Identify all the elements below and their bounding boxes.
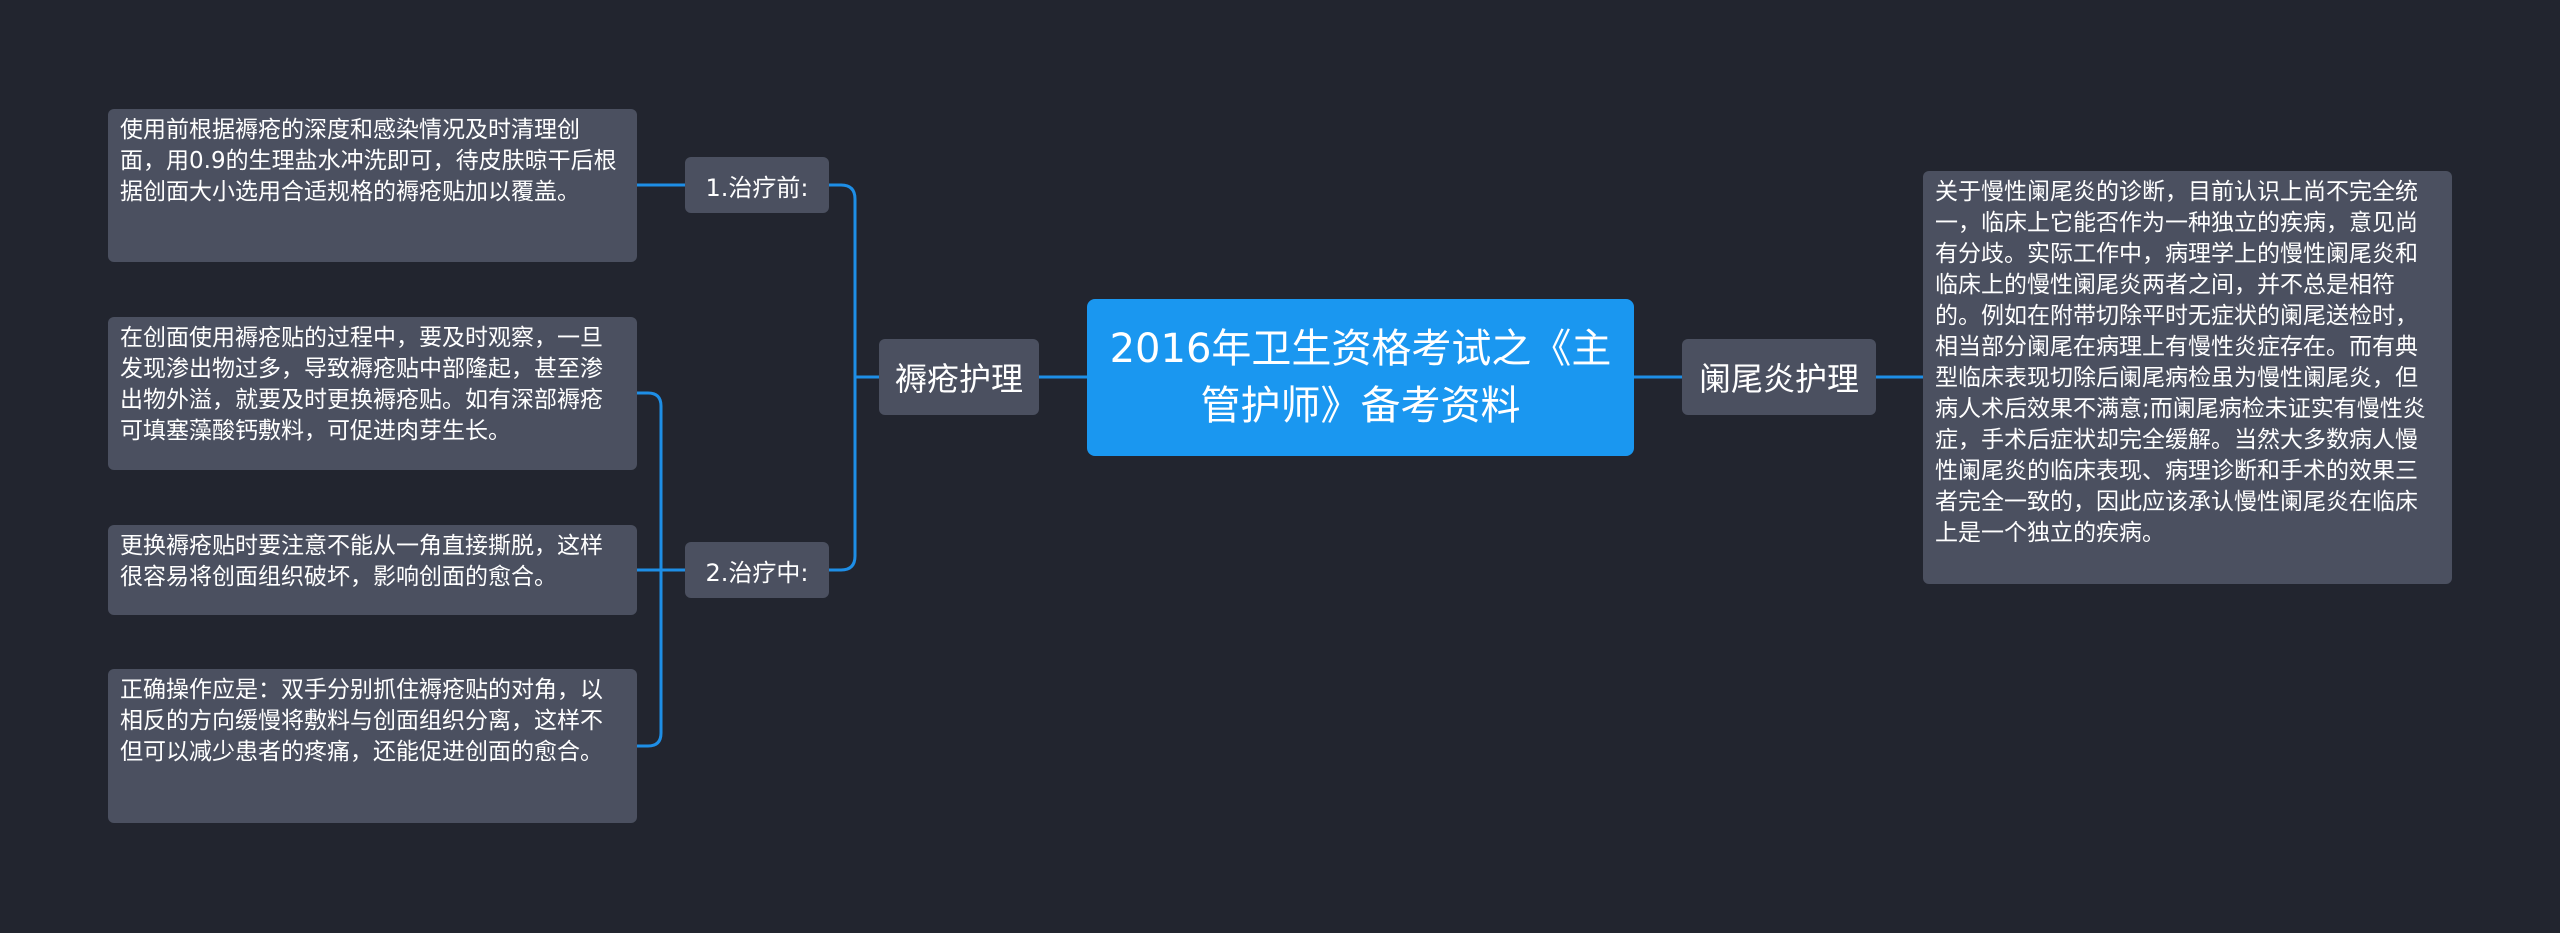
sub-label: 2.治疗中:	[705, 558, 809, 587]
leaf-text: 更换褥疮贴时要注意不能从一角直接撕脱，这样很容易将创面组织破坏，影响创面的愈合。	[120, 533, 603, 590]
sub-label: 1.治疗前:	[705, 173, 809, 202]
sub-during-treatment[interactable]: 2.治疗中:	[685, 542, 829, 598]
branch-bedsore-care[interactable]: 褥疮护理	[879, 339, 1039, 415]
leaf-text: 关于慢性阑尾炎的诊断，目前认识上尚不完全统一，临床上它能否作为一种独立的疾病，意…	[1935, 179, 2426, 546]
connector-left-sub2	[829, 377, 857, 572]
leaf-text: 在创面使用褥疮贴的过程中，要及时观察，一旦发现渗出物过多，导致褥疮贴中部隆起，甚…	[120, 325, 603, 444]
connector-sub2-leaf1	[637, 391, 685, 572]
connector-sub2-leaf3	[637, 570, 663, 748]
leaf-during-treatment-2[interactable]: 更换褥疮贴时要注意不能从一角直接撕脱，这样很容易将创面组织破坏，影响创面的愈合。	[108, 525, 637, 615]
leaf-before-treatment[interactable]: 使用前根据褥疮的深度和感染情况及时清理创面，用0.9的生理盐水冲洗即可，待皮肤晾…	[108, 109, 637, 262]
branch-label: 褥疮护理	[894, 360, 1023, 398]
connector-left-sub1	[829, 183, 879, 379]
leaf-text: 使用前根据褥疮的深度和感染情况及时清理创面，用0.9的生理盐水冲洗即可，待皮肤晾…	[120, 117, 617, 205]
leaf-appendicitis[interactable]: 关于慢性阑尾炎的诊断，目前认识上尚不完全统一，临床上它能否作为一种独立的疾病，意…	[1923, 171, 2452, 584]
branch-label: 阑尾炎护理	[1698, 360, 1859, 398]
sub-before-treatment[interactable]: 1.治疗前:	[685, 157, 829, 213]
root-title: 2016年卫生资格考试之《主管护师》备考资料	[1109, 325, 1612, 429]
branch-appendicitis-care[interactable]: 阑尾炎护理	[1682, 339, 1876, 415]
leaf-during-treatment-1[interactable]: 在创面使用褥疮贴的过程中，要及时观察，一旦发现渗出物过多，导致褥疮贴中部隆起，甚…	[108, 317, 637, 470]
leaf-during-treatment-3[interactable]: 正确操作应是：双手分别抓住褥疮贴的对角，以相反的方向缓慢将敷料与创面组织分离，这…	[108, 669, 637, 823]
leaf-text: 正确操作应是：双手分别抓住褥疮贴的对角，以相反的方向缓慢将敷料与创面组织分离，这…	[120, 677, 603, 765]
root-node[interactable]: 2016年卫生资格考试之《主管护师》备考资料	[1087, 299, 1634, 456]
